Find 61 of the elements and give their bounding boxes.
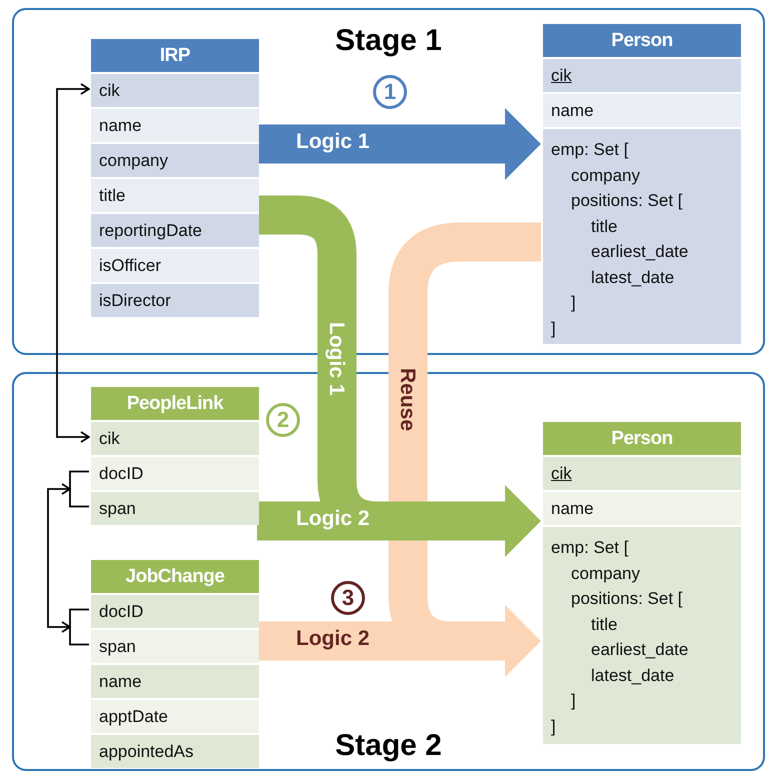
table-header: PeopleLink <box>91 387 259 420</box>
schema-line: earliest_date <box>590 639 690 661</box>
field-row: docID <box>91 595 259 628</box>
table-header: Person <box>543 422 741 455</box>
edge-label: Logic 1 <box>296 130 370 154</box>
field-row: cik <box>91 422 259 455</box>
field-row: name <box>543 94 741 127</box>
schema-line: ] <box>570 292 577 314</box>
data-table <box>91 387 259 525</box>
field-row: title <box>91 179 259 212</box>
stage-title: Stage 2 <box>335 729 442 763</box>
schema-line: company <box>570 164 641 186</box>
field-row: cik <box>543 59 741 92</box>
stage-title: Stage 1 <box>335 24 442 58</box>
edge-label: Logic 1 <box>324 322 348 396</box>
schema-line: ] <box>570 690 577 712</box>
schema-line: ] <box>551 716 557 738</box>
schema-line: title <box>590 216 618 238</box>
field-row: isOfficer <box>91 249 259 282</box>
data-table <box>543 24 741 344</box>
schema-line: positions: Set [ <box>570 190 684 212</box>
field-row: appointedAs <box>91 735 259 768</box>
field-row: company <box>91 144 259 177</box>
schema-field <box>543 129 741 344</box>
link-arrow <box>47 483 71 633</box>
schema-line: positions: Set [ <box>570 588 684 610</box>
field-row: isDirector <box>91 284 259 317</box>
field-row: docID <box>91 457 259 490</box>
table-header: Person <box>543 24 741 57</box>
field-row: cik <box>543 457 741 490</box>
link-arrow <box>56 83 90 443</box>
schema-line: title <box>590 614 618 636</box>
schema-line: latest_date <box>590 664 676 686</box>
schema-line: company <box>570 562 641 584</box>
edge-label: Logic 2 <box>296 507 370 531</box>
schema-line: latest_date <box>590 266 676 288</box>
step-number: 3 <box>331 581 365 615</box>
flow-arrow <box>257 108 541 180</box>
field-row: span <box>91 630 259 663</box>
edge-label: Logic 2 <box>296 627 370 651</box>
schema-field <box>543 527 741 744</box>
schema-line: ] <box>551 318 557 340</box>
schema-line: earliest_date <box>590 241 690 263</box>
step-number: 1 <box>373 75 407 109</box>
schema-line: emp: Set [ <box>551 139 630 161</box>
field-row: apptDate <box>91 700 259 733</box>
field-row: span <box>91 492 259 525</box>
edge-label: Reuse <box>395 368 419 432</box>
data-table <box>91 39 259 320</box>
schema-line: emp: Set [ <box>551 537 630 559</box>
table-header: JobChange <box>91 560 259 593</box>
field-row: name <box>91 665 259 698</box>
table-header: IRP <box>91 39 259 72</box>
step-number: 2 <box>266 403 300 437</box>
field-row: cik <box>91 74 259 107</box>
data-table <box>543 422 741 744</box>
field-row: name <box>543 492 741 525</box>
field-row: reportingDate <box>91 214 259 247</box>
data-table <box>91 560 259 769</box>
field-row: name <box>91 109 259 142</box>
flow-arrow <box>257 605 541 677</box>
